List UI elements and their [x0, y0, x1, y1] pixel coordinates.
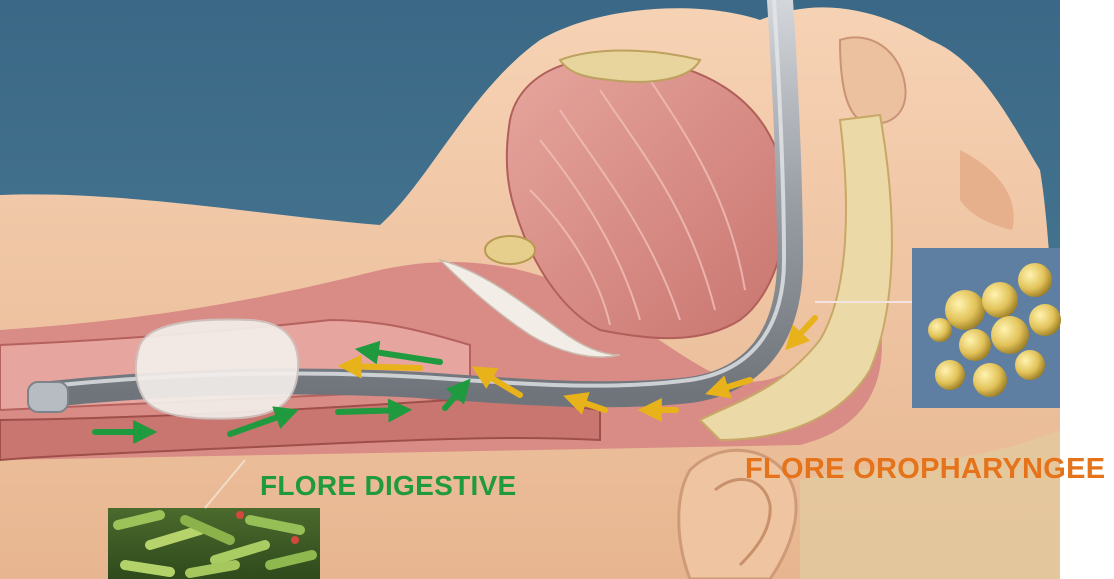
cocci-bacteria-micrograph [912, 248, 1061, 408]
digestive-flora-label: FLORE DIGESTIVE [260, 470, 517, 502]
oropharyngeal-flora-label: FLORE OROPHARYNGEE [745, 453, 1105, 486]
tube-tip [28, 382, 68, 412]
hyoid-bone [485, 236, 535, 264]
bacilli-bacteria-micrograph [108, 508, 320, 579]
white-margin [1060, 0, 1114, 579]
yellow-arrow-6 [345, 366, 420, 368]
green-arrow-3 [338, 410, 405, 412]
tube-cuff [136, 320, 298, 419]
